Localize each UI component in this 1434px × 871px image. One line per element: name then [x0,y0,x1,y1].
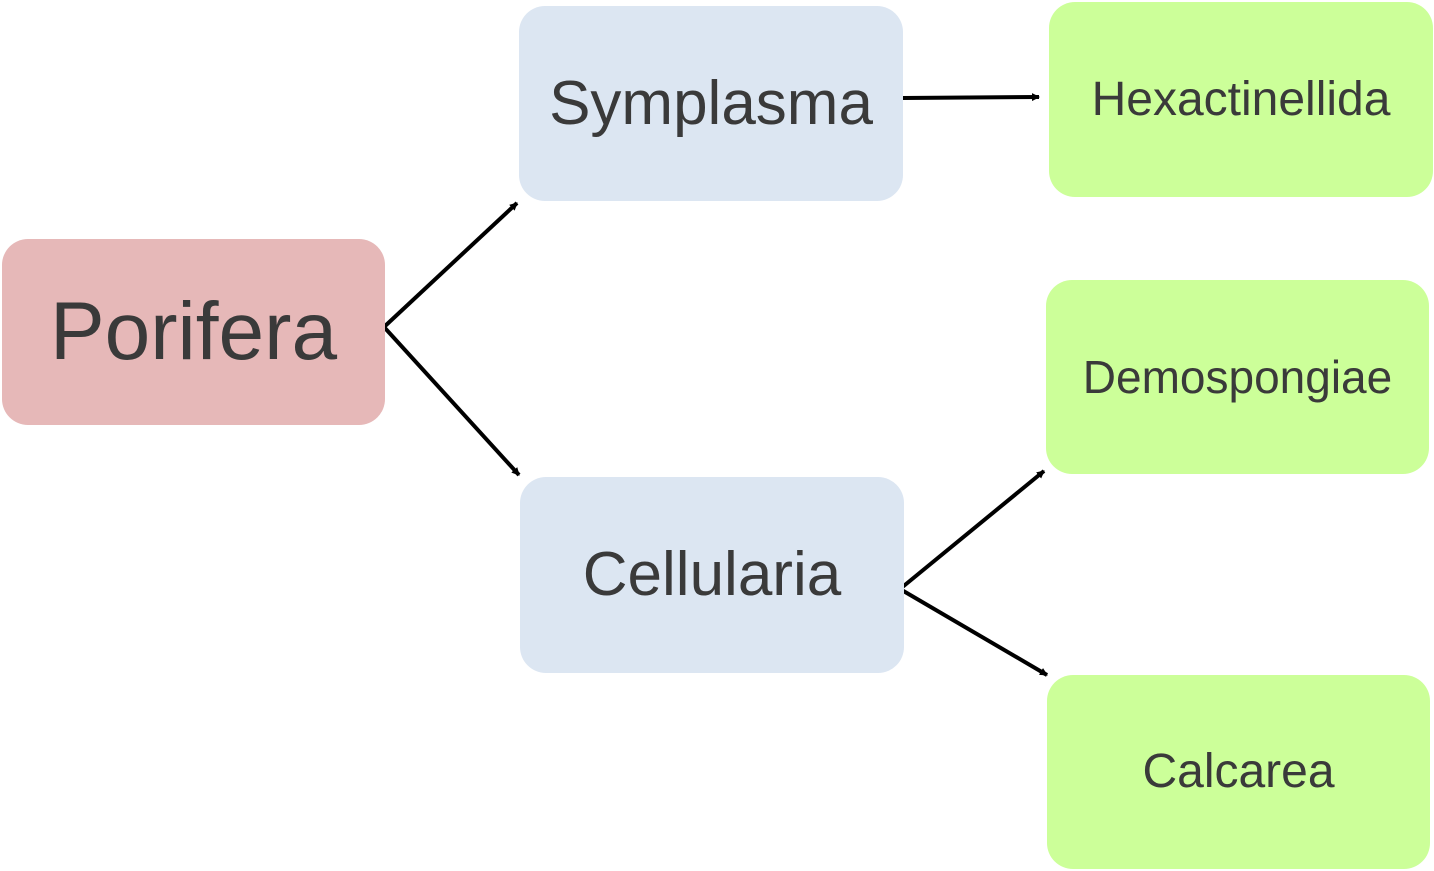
edge-porifera-cellularia [382,325,521,477]
edge-porifera-symplasma [382,201,519,329]
edge-symplasma-hexactinellida [902,93,1040,102]
edge-cellularia-calcarea [898,587,1049,677]
edge-cellularia-demospongiae [898,469,1046,591]
node-calcarea: Calcarea [1047,675,1430,869]
node-symplasma: Symplasma [519,6,903,201]
node-symplasma-label: Symplasma [549,68,873,138]
node-demospongiae-label: Demospongiae [1082,351,1393,403]
node-cellularia: Cellularia [520,477,904,673]
node-porifera: Porifera [2,239,385,425]
node-porifera-label: Porifera [49,286,338,377]
node-hexactinellida: Hexactinellida [1049,2,1433,197]
node-cellularia-label: Cellularia [582,540,842,609]
node-demospongiae: Demospongiae [1046,280,1429,474]
node-hexactinellida-label: Hexactinellida [1091,72,1391,126]
node-calcarea-label: Calcarea [1142,745,1335,798]
